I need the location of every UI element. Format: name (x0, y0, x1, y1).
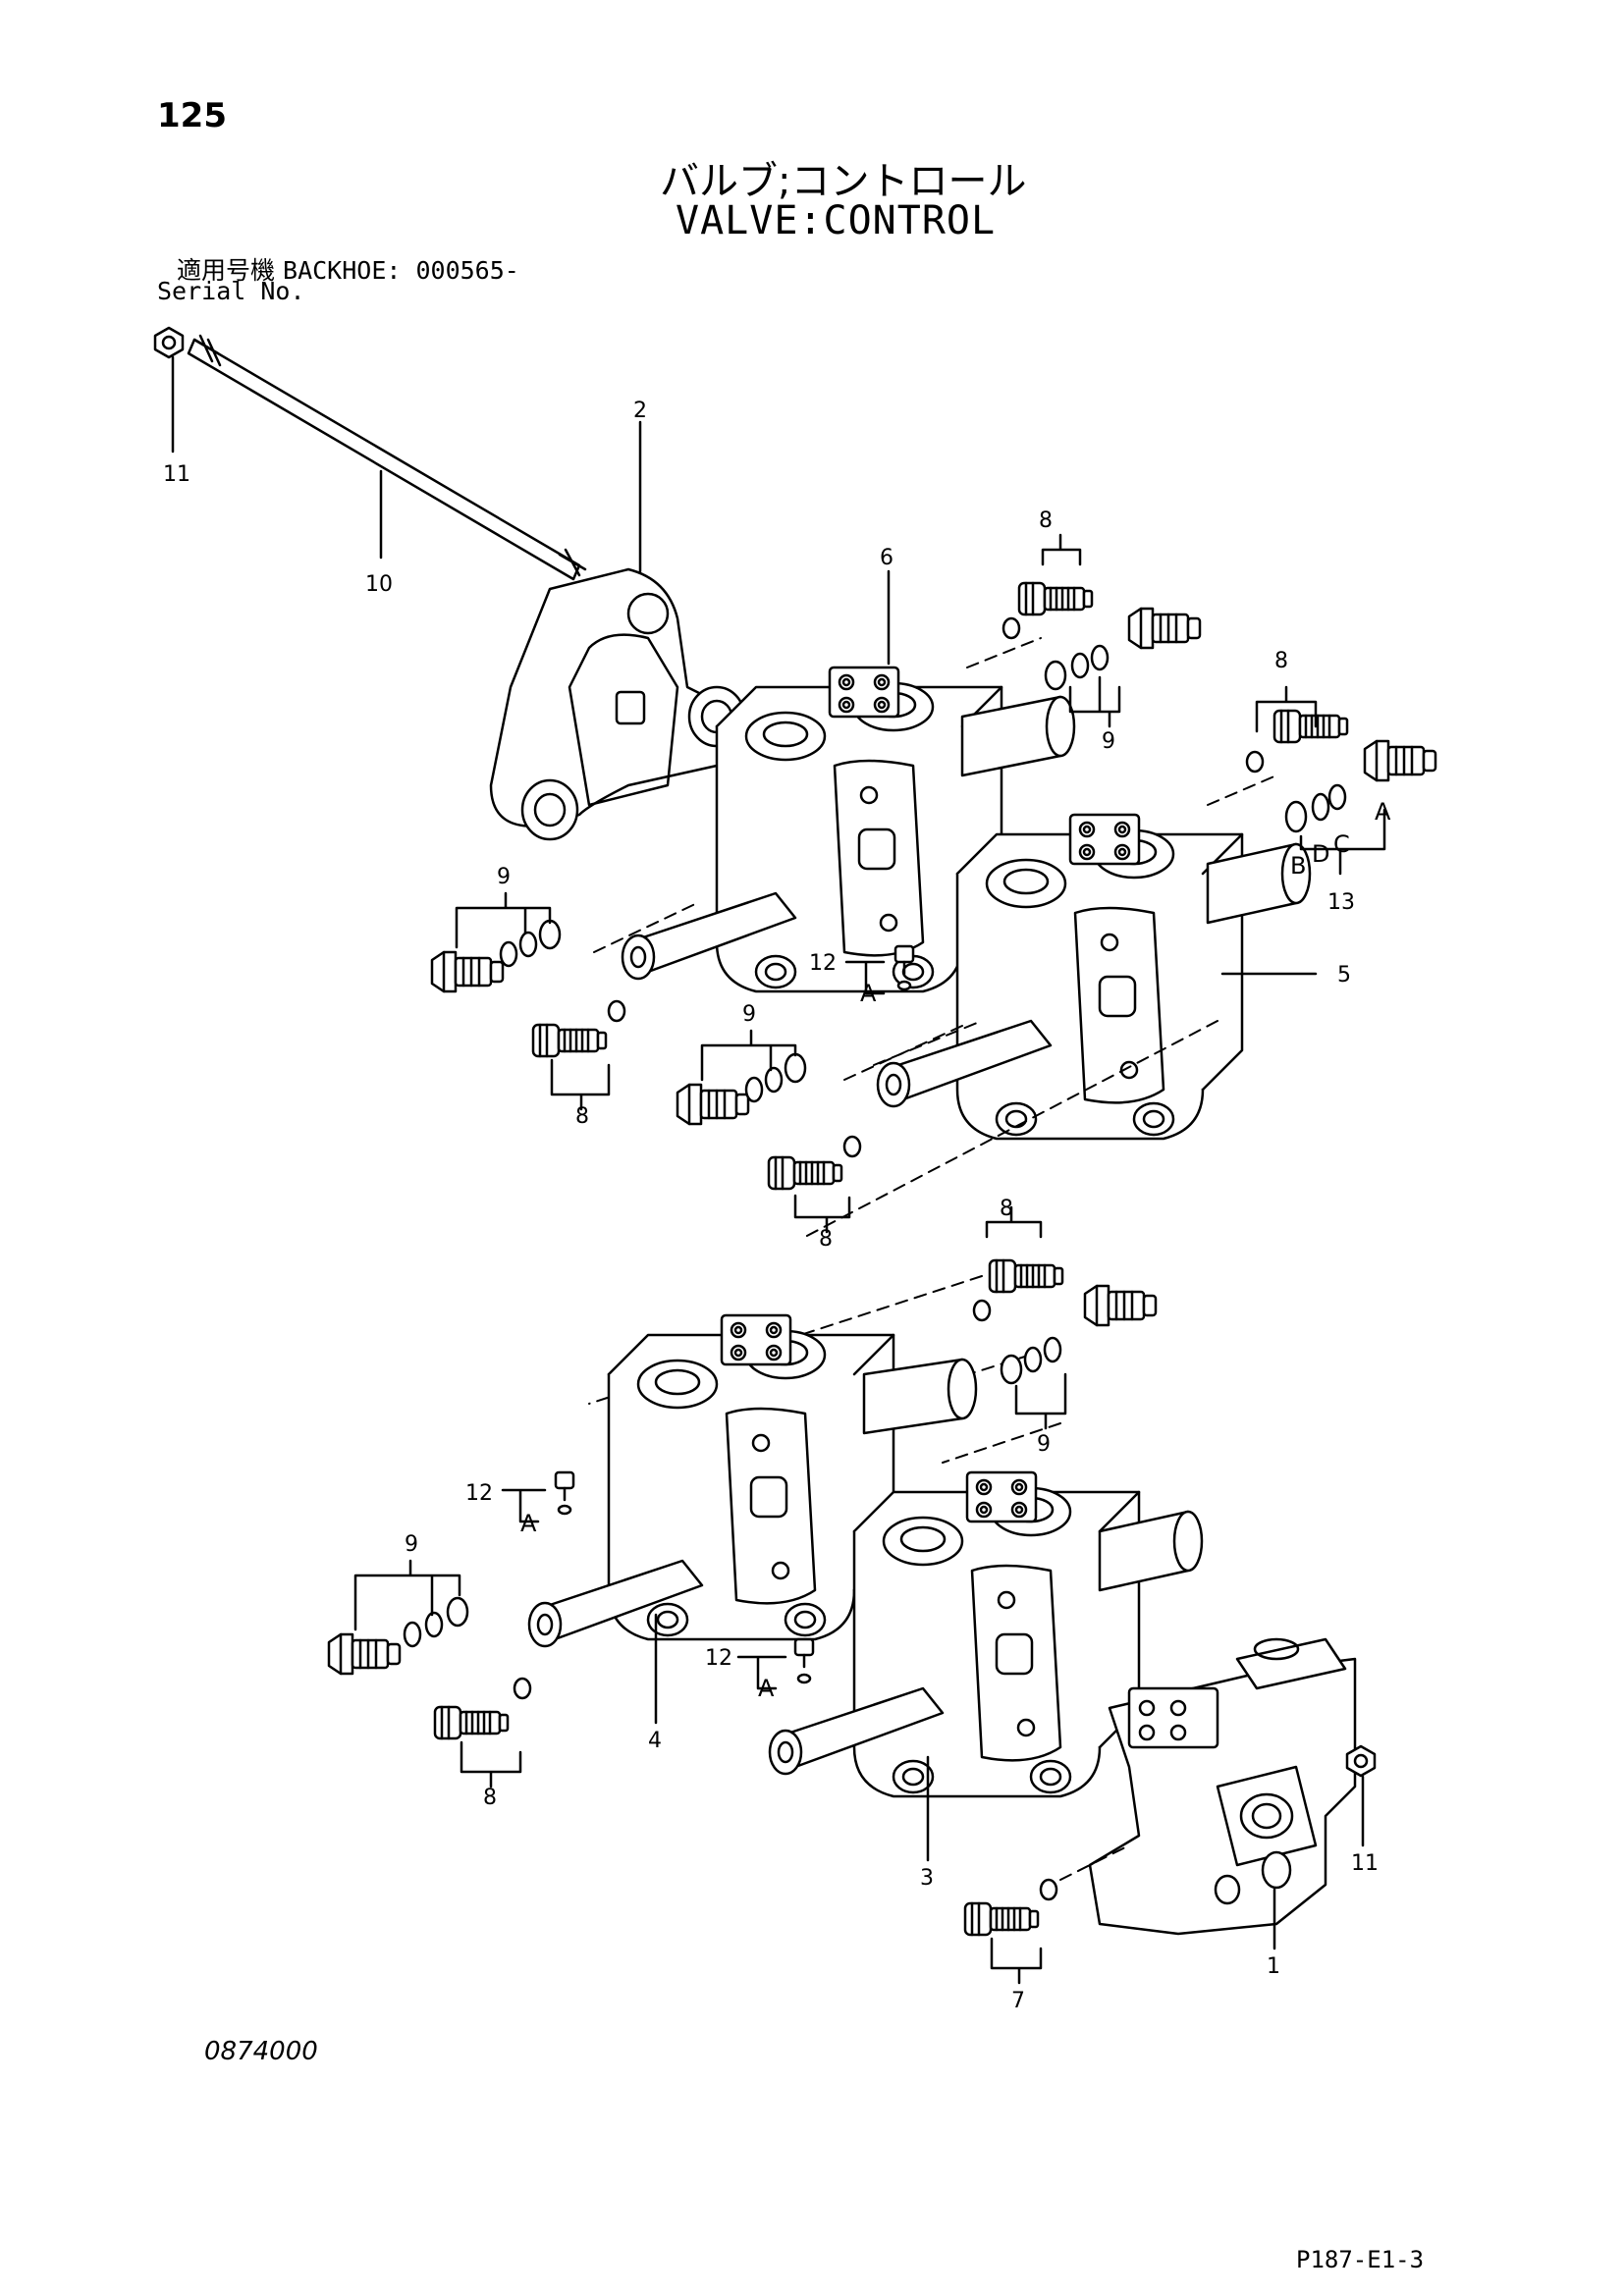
ref-letter-a4: A (1375, 798, 1391, 826)
title-english: VALVE:CONTROL (676, 198, 997, 243)
serial-value: BACKHOE: 000565- (283, 256, 519, 285)
callout-11a: 11 (163, 462, 190, 487)
callout-12a: 12 (809, 951, 837, 976)
sheet-code: P187-E1-3 (1296, 2246, 1425, 2273)
relief-valve-13 (1363, 739, 1437, 782)
screw-12c (736, 1637, 815, 1690)
callout-8b: 8 (1274, 649, 1288, 673)
drawing-code: 0874000 (204, 2037, 318, 2066)
tie-rod (153, 326, 587, 581)
plug-8d (767, 1155, 843, 1191)
callout-9d: 9 (1037, 1432, 1051, 1457)
relief-valve-9c (676, 1083, 750, 1126)
ref-letter-a2: A (520, 1510, 537, 1537)
callout-9a: 9 (1102, 729, 1115, 754)
ref-letter-b: B (1290, 852, 1306, 880)
valve-section-3 (852, 1470, 1141, 1798)
relief-valve-9a (1127, 607, 1202, 650)
callout-12c: 12 (705, 1646, 732, 1671)
plug-8c (531, 1023, 608, 1058)
ref-letter-d: D (1312, 840, 1329, 868)
serial-label-en: Serial No. (157, 277, 305, 305)
callout-9e: 9 (405, 1532, 418, 1557)
relief-valve-9e (327, 1632, 402, 1676)
plug-7 (963, 1901, 1040, 1937)
callout-4: 4 (648, 1729, 662, 1753)
page-number: 125 (157, 96, 227, 135)
callout-5: 5 (1337, 963, 1351, 988)
nut-11b (1345, 1744, 1377, 1778)
callout-13: 13 (1327, 890, 1355, 915)
relief-valve-9d (1083, 1284, 1158, 1327)
plug-8a (1017, 581, 1094, 616)
callout-8a: 8 (1039, 508, 1053, 533)
callout-8e: 8 (1000, 1197, 1013, 1221)
ref-letter-c: C (1333, 830, 1350, 858)
callout-10: 10 (365, 572, 393, 597)
plug-8f (433, 1705, 510, 1740)
valve-section-5 (955, 813, 1244, 1141)
callout-7: 7 (1011, 1989, 1025, 2013)
end-plate-bracket (489, 567, 746, 841)
callout-8c: 8 (575, 1104, 589, 1129)
ref-letter-a3: A (758, 1675, 775, 1702)
callout-11b: 11 (1351, 1851, 1379, 1876)
callout-1: 1 (1267, 1954, 1280, 1979)
serial-label-jp: 適用号機 (177, 256, 276, 285)
relief-valve-9b (430, 950, 505, 993)
plug-8b (1272, 709, 1349, 744)
callout-2: 2 (633, 399, 647, 423)
callout-9c: 9 (742, 1002, 756, 1027)
callout-9b: 9 (497, 865, 511, 889)
callout-12b: 12 (465, 1481, 493, 1506)
callout-6: 6 (880, 546, 893, 570)
screw-12b (501, 1470, 575, 1523)
callout-8d: 8 (819, 1227, 833, 1252)
ref-letter-a1: A (860, 980, 877, 1007)
screw-12a (844, 944, 915, 995)
plug-8e (988, 1258, 1064, 1294)
title-japanese: バルブ;コントロール (660, 159, 1027, 204)
callout-3: 3 (920, 1866, 934, 1891)
callout-8f: 8 (483, 1786, 497, 1810)
inlet-body (1088, 1637, 1357, 1936)
